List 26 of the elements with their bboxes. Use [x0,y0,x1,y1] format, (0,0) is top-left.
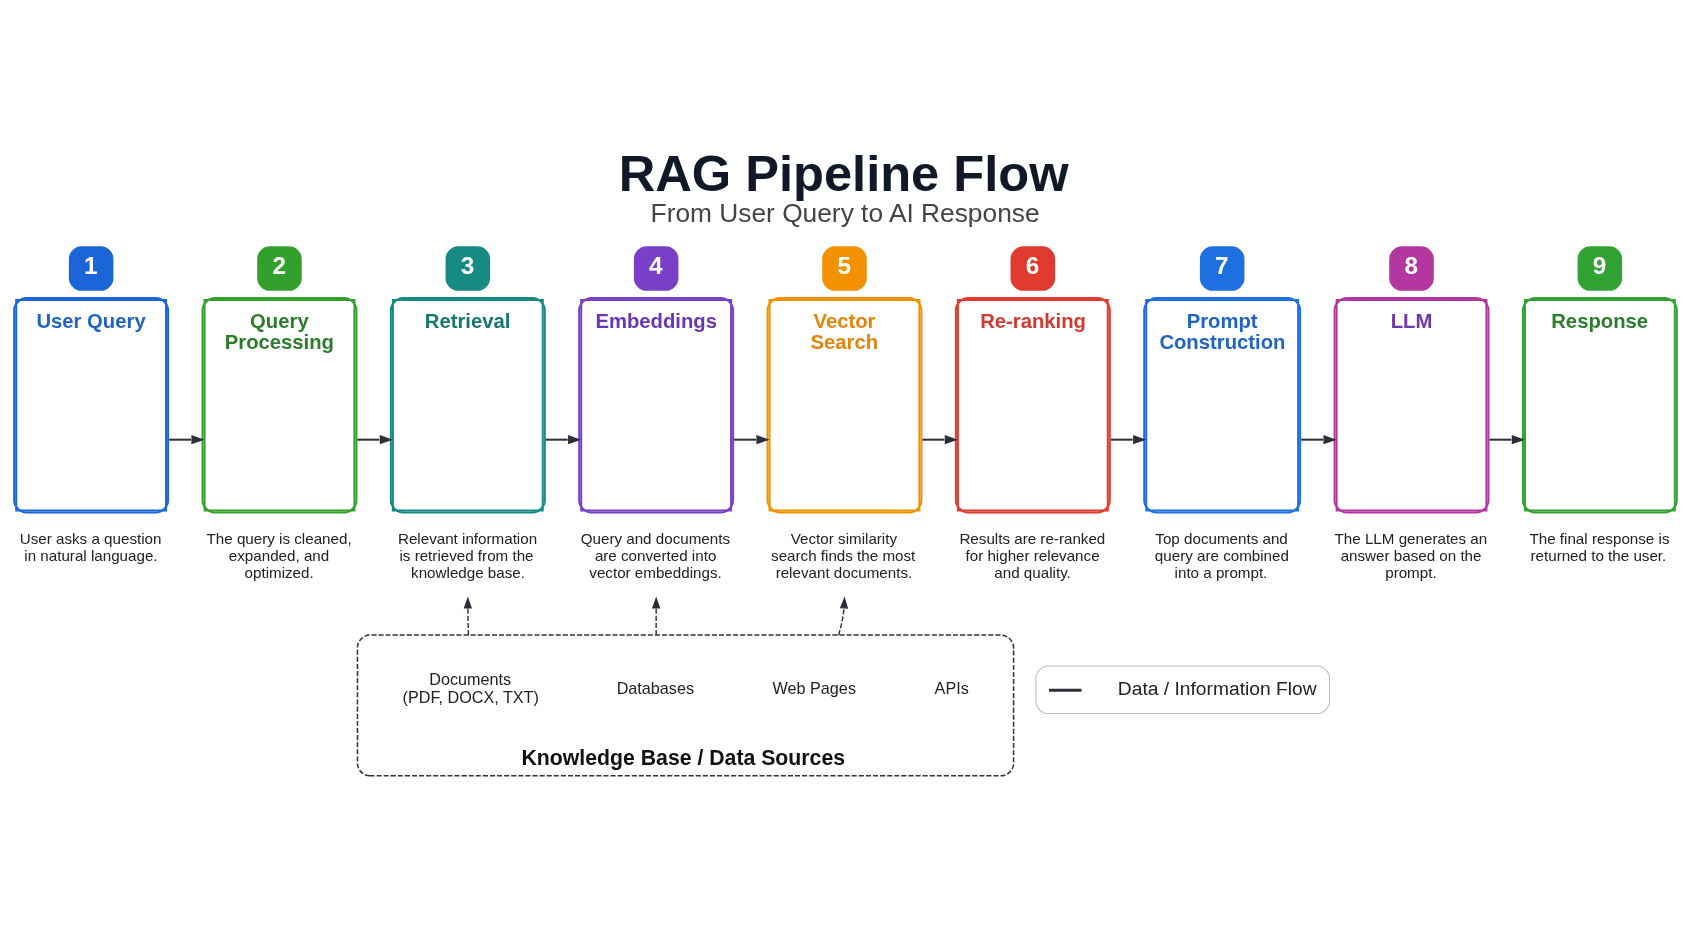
arrow [837,596,849,636]
node-label: Query and documents are converted into vector embeddings. [580,529,730,581]
arrow [1110,434,1147,444]
node-label: Results are re-ranked for higher relevance and quality. [959,529,1106,581]
node-label: The final response is returned to the user. [1529,529,1670,564]
arrow [545,434,582,444]
legend-label: Data / Information Flow [1117,677,1317,699]
node-label: The LLM generates an answer based on the prompt. [1334,529,1488,581]
node-label: Vector similarity search finds the most relevant documents. [771,529,916,581]
arrow [1301,434,1337,444]
arrow [169,434,205,444]
arrow [463,596,473,636]
node-text: APIs [934,678,969,697]
arrow [922,434,958,444]
arrow [357,434,393,444]
node-label: The query is cleaned, expanded, and optimized. [206,529,352,581]
arrow [1489,434,1525,444]
node-text: Documents (PDF, DOCX, TXT) [402,669,539,706]
node-text: Web Pages [772,678,856,697]
node-label: Relevant information is retrieved from the knowledge base. [397,529,538,581]
node-label: Top documents and query are combined into a prompt. [1154,529,1289,581]
arrow [651,596,661,636]
diagram-title: RAG Pipeline Flow [618,144,1069,202]
node-text: Databases [616,678,695,697]
arrow [734,434,770,444]
node-label: User asks a question in natural language. [19,529,162,564]
